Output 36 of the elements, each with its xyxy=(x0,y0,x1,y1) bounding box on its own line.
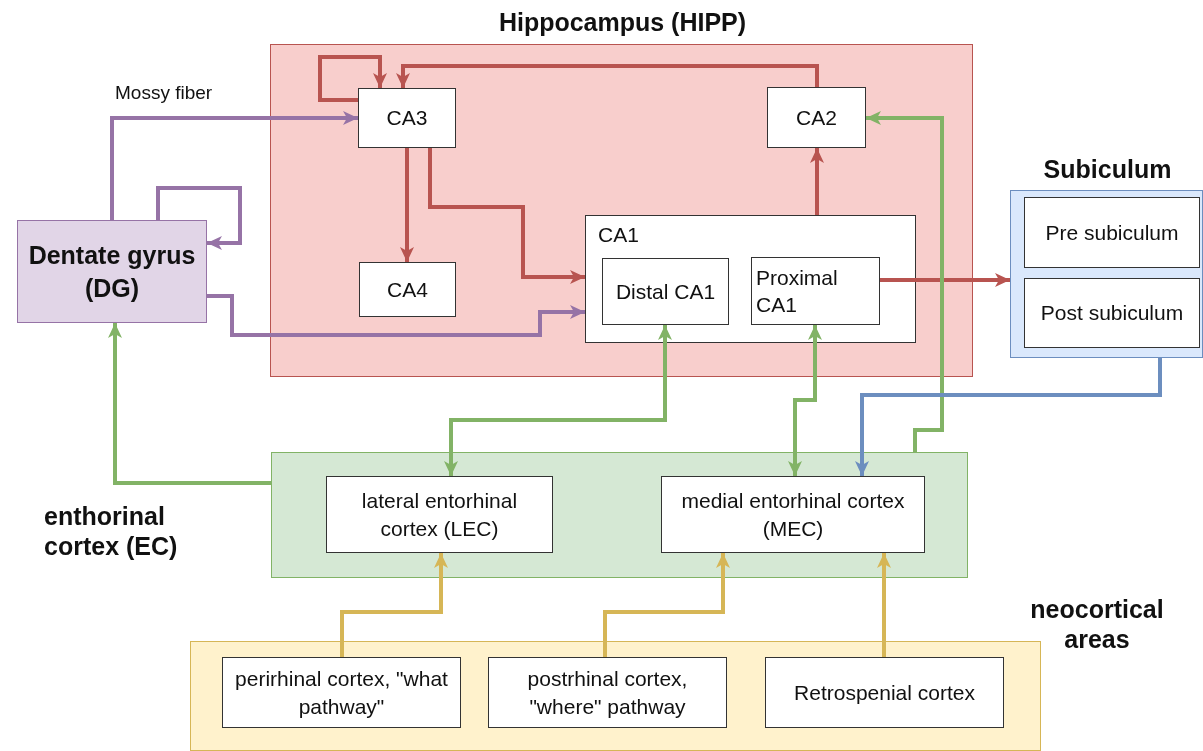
process-box: CA2 xyxy=(767,87,866,148)
process-box: Retrospenial cortex xyxy=(765,657,1004,728)
arrow xyxy=(156,186,242,250)
arrow xyxy=(400,148,414,262)
arrow xyxy=(866,111,944,452)
region-title: CA1 xyxy=(598,222,639,248)
arrow xyxy=(603,553,730,657)
arrow xyxy=(318,55,387,102)
arrow xyxy=(810,148,824,215)
region-title: neocortical areas xyxy=(1029,594,1165,654)
process-box: Proximal CA1 xyxy=(751,257,880,325)
arrow xyxy=(207,294,585,337)
process-box: postrhinal cortex, "where" pathway xyxy=(488,657,727,728)
arrow xyxy=(788,325,822,476)
arrow xyxy=(444,325,672,476)
arrow xyxy=(877,553,891,657)
region-title: enthorinal cortex (EC) xyxy=(44,501,179,561)
region-box: Dentate gyrus (DG) xyxy=(17,220,207,323)
arrow xyxy=(340,553,448,657)
process-box: lateral entorhinal cortex (LEC) xyxy=(326,476,553,553)
arrow xyxy=(396,64,819,88)
arrow xyxy=(855,358,1162,476)
region-title: Hippocampus (HIPP) xyxy=(497,7,748,37)
arrow xyxy=(108,323,271,485)
process-box: Post subiculum xyxy=(1024,278,1200,348)
process-box: perirhinal cortex, "what pathway" xyxy=(222,657,461,728)
process-box: CA4 xyxy=(359,262,456,317)
process-box: Distal CA1 xyxy=(602,258,729,325)
region-title: Subiculum xyxy=(1042,154,1173,184)
process-box: Pre subiculum xyxy=(1024,197,1200,268)
region-box xyxy=(585,215,916,343)
arrow xyxy=(428,148,585,284)
process-box: CA3 xyxy=(358,88,456,148)
arrow xyxy=(110,111,358,220)
arrow xyxy=(880,273,1010,287)
process-box: medial entorhinal cortex (MEC) xyxy=(661,476,925,553)
